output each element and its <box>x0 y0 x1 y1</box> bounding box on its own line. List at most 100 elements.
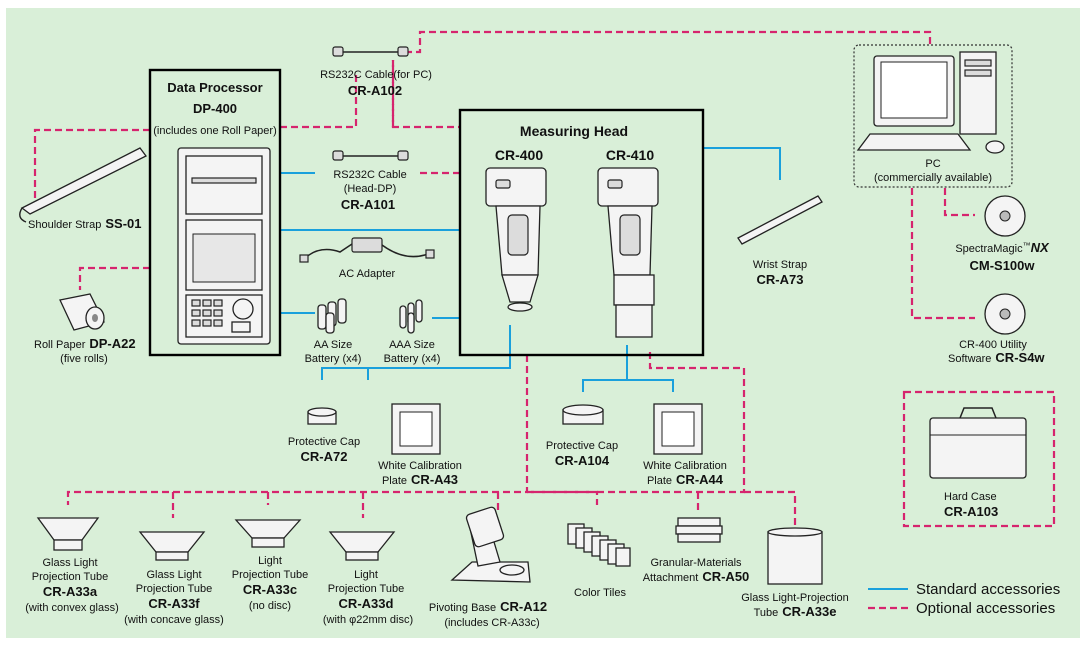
measuring-head-box <box>458 108 705 357</box>
cable-head-code: CR-A101 <box>341 197 395 212</box>
tube-33a-group: Glass Light Projection Tube CR-A33a (wit… <box>25 517 119 614</box>
data-processor-box <box>148 68 282 357</box>
legend-standard-label: Standard accessories <box>916 581 1060 598</box>
tube-33f-note: (with concave glass) <box>124 614 224 626</box>
roll-paper-note: (five rolls) <box>60 353 108 365</box>
tube-33e-line1: Glass Light-Projection <box>741 592 849 604</box>
spectramagic-group: SpectraMagic™NX CM-S100w <box>955 195 1050 273</box>
cap-104-group: Protective Cap CR-A104 <box>546 404 618 468</box>
projection-tube-icon <box>138 531 206 561</box>
aaa-battery-line2: Battery (x4) <box>384 353 441 365</box>
granular-line1: Granular-Materials <box>650 557 742 569</box>
plate-44-line1: White Calibration <box>643 460 727 472</box>
tube-33d-note: (with φ22mm disc) <box>323 614 413 626</box>
data-processor-title: Data Processor <box>167 80 262 95</box>
pivoting-base-icon <box>450 506 531 583</box>
cap-104-code: CR-A104 <box>555 453 610 468</box>
cap-104-name: Protective Cap <box>546 440 618 452</box>
hard-case-code: CR-A103 <box>944 504 998 519</box>
granular-attachment-icon <box>675 517 723 543</box>
measuring-head-title: Measuring Head <box>520 123 628 139</box>
pc-group: PC (commercially available) <box>853 44 1013 188</box>
cable-pc-name: RS232C Cable(for PC) <box>320 69 432 81</box>
pivot-base-note: (includes CR-A33c) <box>444 617 539 629</box>
tube-33d-group: Light Projection Tube CR-A33d (with φ22m… <box>323 531 413 626</box>
legend: Standard accessories Optional accessorie… <box>868 581 1060 617</box>
tube-33c-line1: Light <box>258 555 282 567</box>
tube-33c-line2: Projection Tube <box>232 569 308 581</box>
shoulder-strap-icon <box>19 147 147 223</box>
cap-72-group: Protective Cap CR-A72 <box>288 407 360 464</box>
spectramagic-code: CM-S100w <box>969 258 1035 273</box>
aaa-battery-group: AAA Size Battery (x4) <box>384 299 441 365</box>
projection-tube-icon <box>328 531 396 561</box>
hard-case-icon <box>929 407 1027 479</box>
wrist-strap-icon <box>737 195 823 245</box>
aa-battery-icon <box>317 298 347 334</box>
protective-cap-icon <box>307 407 337 425</box>
tube-33c-code: CR-A33c <box>243 582 297 597</box>
spectramagic-name: SpectraMagic™NX <box>955 240 1050 255</box>
color-tiles-name: Color Tiles <box>574 587 626 599</box>
hard-case-frame <box>902 390 1056 528</box>
data-processor-model: DP-400 <box>193 101 237 116</box>
pc-icon <box>856 51 1005 154</box>
cable-pc-code: CR-A102 <box>348 83 402 98</box>
tube-33f-group: Glass Light Projection Tube CR-A33f (wit… <box>124 531 224 626</box>
measuring-head-model-b: CR-410 <box>606 147 654 163</box>
utility-sw-line1: CR-400 Utility <box>959 339 1027 351</box>
tube-33f-code: CR-A33f <box>148 596 200 611</box>
tube-33c-group: Light Projection Tube CR-A33c (no disc) <box>232 519 308 612</box>
glass-tube-icon <box>767 527 823 585</box>
aa-battery-line2: Battery (x4) <box>305 353 362 365</box>
color-tiles-icon <box>567 523 631 567</box>
tube-33a-code: CR-A33a <box>43 584 98 599</box>
wrist-strap-code: CR-A73 <box>757 272 804 287</box>
ac-adapter-icon <box>299 237 435 263</box>
ac-adapter-name: AC Adapter <box>339 268 396 280</box>
wrist-strap-name: Wrist Strap <box>753 259 807 271</box>
tube-33f-line1: Glass Light <box>146 569 201 581</box>
tube-33f-line2: Projection Tube <box>136 583 212 595</box>
color-tiles-group: Color Tiles <box>567 523 631 599</box>
data-processor-group: Data Processor DP-400 (includes one Roll… <box>148 68 282 357</box>
cr400-head-icon <box>485 167 547 312</box>
tube-33a-note: (with convex glass) <box>25 602 119 614</box>
cap-72-name: Protective Cap <box>288 436 360 448</box>
tube-33d-line1: Light <box>354 569 378 581</box>
standard-lines <box>280 147 781 392</box>
cable-pc-group: RS232C Cable(for PC) CR-A102 <box>320 46 432 98</box>
cable-head-icon <box>332 150 409 161</box>
pc-line2: (commercially available) <box>874 172 992 184</box>
measuring-head-model-a: CR-400 <box>495 147 543 163</box>
tube-33d-line2: Projection Tube <box>328 583 404 595</box>
roll-paper-icon <box>59 293 105 331</box>
legend-optional-label: Optional accessories <box>916 600 1055 617</box>
calibration-plate-icon <box>391 403 441 455</box>
aa-battery-group: AA Size Battery (x4) <box>305 298 362 365</box>
pc-line1: PC <box>925 158 940 170</box>
cable-pc-icon <box>332 46 409 57</box>
tube-33c-note: (no disc) <box>249 600 291 612</box>
cd-disc-icon <box>984 293 1026 335</box>
wrist-strap-group: Wrist Strap CR-A73 <box>737 195 823 287</box>
protective-cap-icon <box>562 404 604 425</box>
pc-dotted-frame <box>853 44 1013 188</box>
calibration-plate-icon <box>653 403 703 455</box>
aaa-battery-icon <box>399 299 423 334</box>
projection-tube-icon <box>234 519 302 548</box>
cable-head-group: RS232C Cable (Head-DP) CR-A101 <box>332 150 409 212</box>
